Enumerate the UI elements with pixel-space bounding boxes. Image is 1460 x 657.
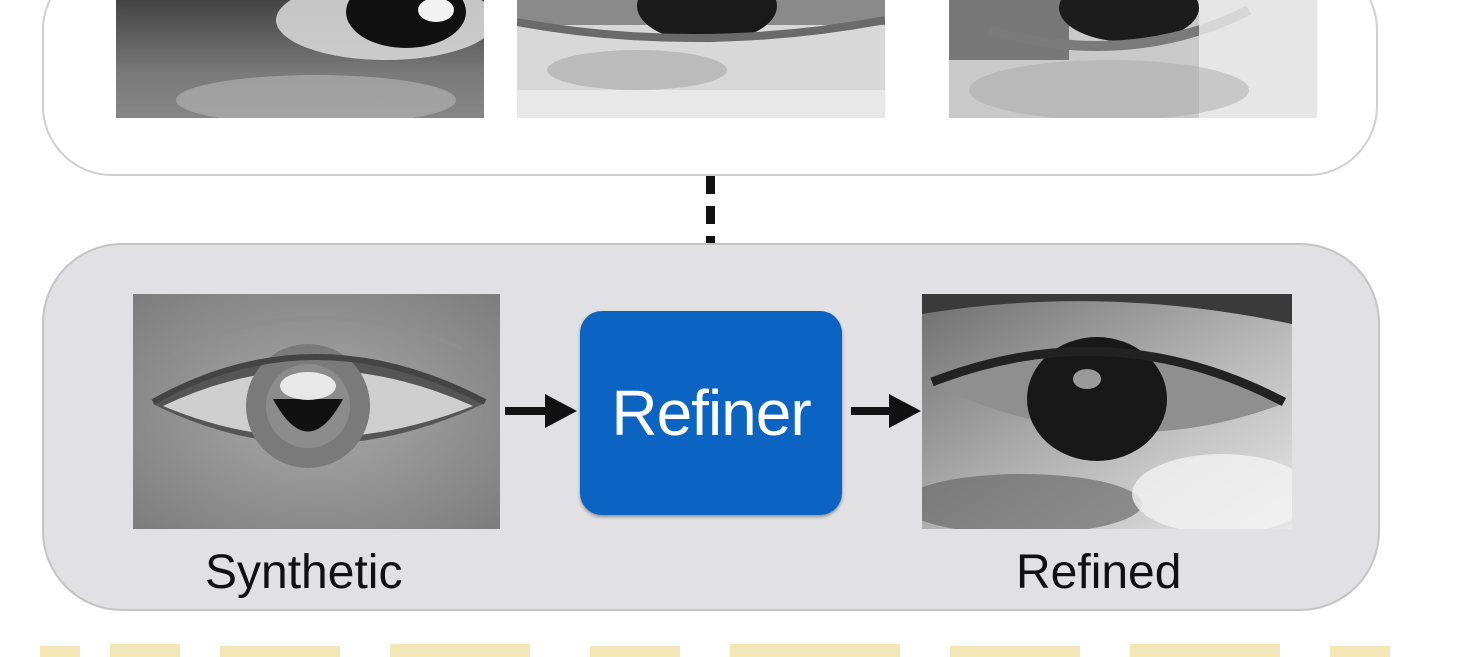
synthetic-eye-image — [133, 294, 500, 529]
cropped-caption-remnant — [40, 644, 1390, 657]
real-eye-image-3 — [949, 0, 1317, 118]
dashed-connector-line — [706, 176, 715, 280]
refined-eye-image — [922, 294, 1292, 529]
refiner-block: Refiner — [580, 311, 842, 515]
arrow-from-refiner — [851, 394, 921, 428]
arrow-to-refiner — [505, 394, 577, 428]
real-eye-image-1 — [116, 0, 484, 118]
real-eye-image-2 — [517, 0, 885, 118]
refined-label: Refined — [1016, 546, 1182, 599]
synthetic-label: Synthetic — [205, 546, 403, 599]
refiner-label: Refiner — [611, 377, 811, 449]
